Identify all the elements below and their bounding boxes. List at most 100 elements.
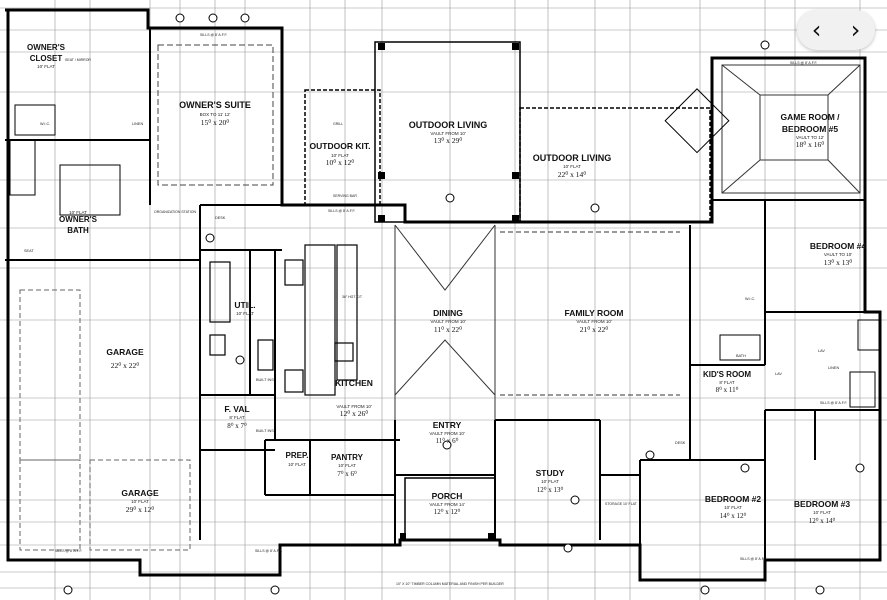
- prep-label: PREP. 10' FLAT: [286, 451, 309, 467]
- linen-label: LINEN: [132, 122, 143, 126]
- util-label: UTIL. 10' FLAT: [234, 300, 255, 316]
- previous-arrow-icon[interactable]: ‹: [811, 16, 822, 44]
- game-room-sub: VAULT TO 12': [796, 135, 824, 140]
- image-navigation: ‹ ›: [797, 10, 875, 50]
- kids-room-dim: 8⁰ x 11⁰: [716, 386, 739, 394]
- minor-labels: W.I.C. W.I.C. LINEN LINEN SEAT ORGANIZAT…: [24, 33, 847, 586]
- porch-dim: 12⁰ x 12⁰: [434, 508, 461, 516]
- sills-label-5: SILLS @ 8' A.F.F.: [790, 61, 817, 65]
- pantry-dim: 7⁰ x 6⁰: [337, 470, 357, 478]
- storage-label: STORAGE 10' FLAT: [605, 502, 638, 506]
- built-ins-label: BUILT INS: [256, 378, 274, 382]
- util-sub: 10' FLAT: [236, 311, 254, 316]
- pantry-sub: 10' FLAT: [338, 463, 356, 468]
- study-sub: 10' FLAT: [541, 479, 559, 484]
- family-room-name: FAMILY ROOM: [564, 308, 623, 318]
- owners-suite-label: OWNER'S SUITE BOX TO 11' 12' 15⁰ x 20⁰: [179, 100, 251, 127]
- dining-name: DINING: [433, 308, 463, 318]
- outdoor-kit-dim: 10⁰ x 12⁰: [326, 158, 355, 167]
- outdoor-living-2-sub: 10' FLAT: [563, 164, 581, 169]
- owners-suite-sub: BOX TO 11' 12': [200, 112, 231, 117]
- pantry-name: PANTRY: [331, 453, 364, 462]
- linen-label-2: LINEN: [828, 366, 839, 370]
- porch-sub: VAULT FROM 14': [429, 502, 465, 507]
- sills-label-1: SILLS @ 8' A.F.F.: [200, 33, 227, 37]
- kids-room-label: KID'S ROOM 8' FLAT 8⁰ x 11⁰: [703, 370, 751, 394]
- outdoor-living-1-label: OUTDOOR LIVING VAULT FROM 10' 13⁰ x 29⁰: [409, 120, 488, 145]
- built-ins-label-2: BUILT INS: [256, 429, 274, 433]
- garage2-dim: 29⁰ x 12⁰: [126, 505, 155, 514]
- study-dim: 12⁰ x 13⁰: [537, 486, 564, 494]
- vault-lines: [394, 224, 680, 420]
- owners-closet-name1: OWNER'S: [27, 43, 66, 52]
- study-name: STUDY: [536, 468, 565, 478]
- bedroom3-dim: 12⁰ x 14⁰: [809, 517, 836, 525]
- kitchen-label: KITCHEN VAULT FROM 10' 12⁰ x 26⁰ 36" HGT…: [335, 295, 373, 418]
- wic-label: W.I.C.: [40, 122, 50, 126]
- garage1-name: GARAGE: [106, 347, 144, 357]
- outdoor-living-1-sub: VAULT FROM 10': [430, 131, 466, 136]
- bedroom4-dim: 13⁰ x 13⁰: [824, 258, 853, 267]
- lav-label-2: LAV: [775, 372, 782, 376]
- outdoor-living-1-name: OUTDOOR LIVING: [409, 120, 488, 130]
- game-room-label: GAME ROOM / BEDROOM #5 VAULT TO 12' 18⁰ …: [780, 112, 840, 149]
- family-room-sub: VAULT FROM 10': [576, 319, 612, 324]
- prep-sub: 10' FLAT: [288, 462, 306, 467]
- bath-fixtures: [9, 88, 881, 408]
- porch-outlines: [304, 41, 711, 541]
- f-val-sub: 8' FLAT: [229, 415, 245, 420]
- garage2-label: GARAGE 10' FLAT 29⁰ x 12⁰: [121, 488, 159, 514]
- owners-bath-name2: BATH: [67, 226, 89, 235]
- sills-label-7: SILLS @ 8' A.F.F.: [740, 557, 767, 561]
- sills-label-4: SILLS @ 8' A.F.F.: [255, 549, 282, 553]
- f-val-label: F. VAL 8' FLAT 8⁰ x 7⁰: [224, 404, 249, 430]
- bedroom3-label: BEDROOM #3 10' FLAT 12⁰ x 14⁰: [794, 499, 850, 525]
- outdoor-kit-sub: 10' FLAT: [331, 153, 349, 158]
- kitchen-dim: 12⁰ x 26⁰: [340, 409, 369, 418]
- bedroom4-label: BEDROOM #4 VAULT TO 10' 13⁰ x 13⁰: [810, 241, 866, 267]
- kids-room-name: KID'S ROOM: [703, 370, 751, 379]
- bedroom3-sub: 10' FLAT: [813, 510, 831, 515]
- grill-label: GRILL: [333, 122, 343, 126]
- section-callouts: [63, 13, 865, 595]
- prep-name: PREP.: [286, 451, 309, 460]
- kids-room-sub: 8' FLAT: [719, 380, 735, 385]
- garage2-sub: 10' FLAT: [131, 499, 149, 504]
- owners-bath-name1: OWNER'S: [59, 215, 98, 224]
- outdoor-kit-label: OUTDOOR KIT. 10' FLAT 10⁰ x 12⁰ GRILL SE…: [310, 122, 371, 198]
- f-val-dim: 8⁰ x 7⁰: [227, 422, 247, 430]
- owners-closet-note: SEAT / MIRROR: [65, 58, 91, 62]
- entry-label: ENTRY VAULT FROM 10' 11⁰ x 6⁰: [429, 420, 465, 445]
- bedroom3-name: BEDROOM #3: [794, 499, 850, 509]
- next-arrow-icon[interactable]: ›: [850, 16, 861, 44]
- owners-bath-label: OWNER'S BATH 10' FLAT: [59, 210, 98, 235]
- outdoor-living-1-dim: 13⁰ x 29⁰: [434, 136, 463, 145]
- util-name: UTIL.: [234, 300, 255, 310]
- owners-suite-ceiling: [157, 44, 274, 186]
- outdoor-living-2-name: OUTDOOR LIVING: [533, 153, 612, 163]
- sills-label-2: SILLS @ 8' A.F.F.: [328, 209, 355, 213]
- owners-bath-sub: 10' FLAT: [69, 210, 87, 215]
- timber-note: 10" X 10" TIMBER COLUMN MATERIAL AND FIN…: [396, 582, 504, 586]
- owners-closet-name2: CLOSET: [30, 54, 63, 63]
- dining-label: DINING VAULT FROM 10' 11⁰ x 22⁰: [430, 308, 466, 334]
- seat-label: SEAT: [24, 249, 34, 253]
- serving-bar-label: SERVING BAR: [333, 194, 357, 198]
- entry-sub: VAULT FROM 10': [429, 431, 465, 436]
- garage2-name: GARAGE: [121, 488, 159, 498]
- lav-label: LAV: [818, 349, 825, 353]
- kitchen-sub: VAULT FROM 10': [336, 404, 372, 409]
- column-markers: [378, 43, 519, 539]
- bedroom2-dim: 14⁰ x 12⁰: [720, 512, 747, 520]
- outdoor-living-2-dim: 22⁰ x 14⁰: [558, 170, 587, 179]
- bedroom2-sub: 10' FLAT: [724, 505, 742, 510]
- island-note: 36" HGT C/T: [342, 295, 363, 299]
- desk-label-2: DESK: [675, 441, 686, 445]
- owners-closet-label: OWNER'S CLOSET 10' FLAT SEAT / MIRROR: [27, 43, 91, 69]
- garage1-dim: 22⁰ x 22⁰: [111, 361, 140, 370]
- game-room-dim: 18⁰ x 16⁰: [796, 140, 825, 149]
- garage1-label: GARAGE 22⁰ x 22⁰: [106, 347, 144, 370]
- entry-dim: 11⁰ x 6⁰: [436, 437, 459, 445]
- wic-label-2: W.I.C.: [745, 297, 755, 301]
